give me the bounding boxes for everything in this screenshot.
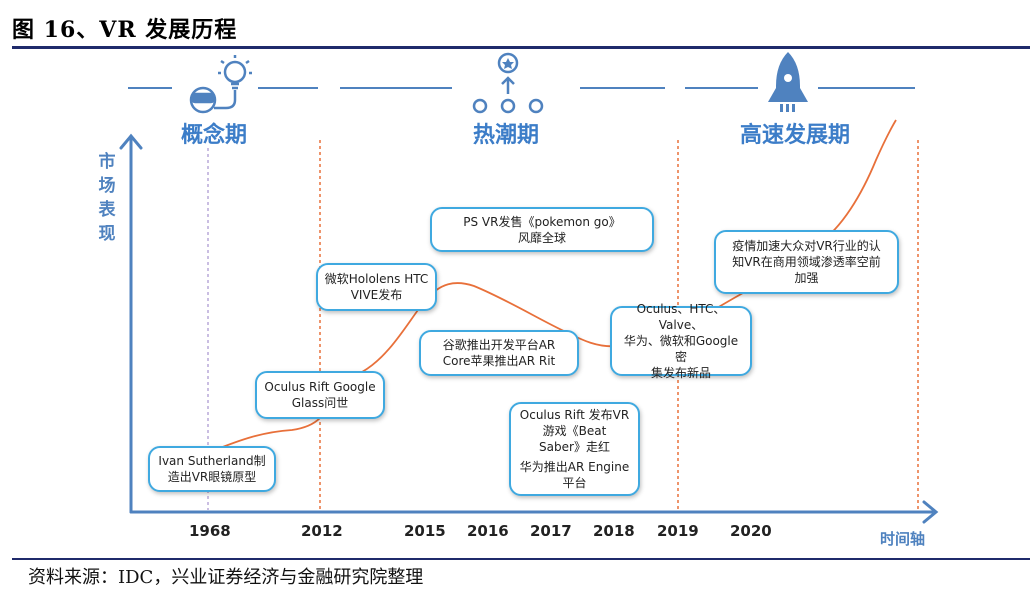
source-note: 资料来源：IDC，兴业证券经济与金融研究院整理 [28, 567, 424, 588]
event-text: 华为、微软和Google密 [623, 334, 739, 364]
title-rule [12, 46, 1030, 49]
phase-label-rapid-growth: 高速发展期 [740, 123, 851, 148]
event-text: Saber》走红 [539, 440, 610, 454]
lightbulb-headset-icon [189, 55, 252, 114]
event-text: Glass问世 [291, 396, 349, 410]
source-rule [12, 558, 1030, 560]
event-box-2016: PS VR发售《pokemon go》 风靡全球 [430, 207, 654, 252]
x-tick-label: 2018 [593, 522, 635, 540]
event-box-2019: Oculus、HTC、Valve、 华为、微软和Google密 集发布新品 [610, 302, 752, 380]
event-box-2018: Oculus Rift 发布VR 游戏《Beat Saber》走红 华为推出AR… [509, 402, 640, 496]
event-text: 风靡全球 [517, 230, 566, 245]
event-text: 加强 [794, 271, 819, 285]
event-text: Oculus、HTC、Valve、 [636, 302, 726, 332]
x-tick-label: 2012 [301, 522, 343, 540]
event-text: Oculus Rift Google [264, 380, 376, 394]
x-tick-label: 2016 [467, 522, 509, 540]
event-text: 游戏《Beat [542, 424, 607, 438]
event-text: Core苹果推出AR Rit [442, 354, 556, 368]
x-axis-label: 时间轴 [880, 530, 926, 548]
event-box-2020: 疫情加速大众对VR行业的认 知VR在商用领域渗透率空前 加强 [714, 230, 899, 294]
event-text: 疫情加速大众对VR行业的认 [732, 239, 881, 253]
event-text: PS VR发售《pokemon go》 [463, 214, 621, 229]
event-text: 造出VR眼镜原型 [167, 470, 257, 484]
x-tick-label: 2017 [530, 522, 572, 540]
award-people-icon [472, 52, 544, 114]
event-text: 集发布新品 [650, 366, 711, 380]
phase-label-boom: 热潮期 [473, 123, 540, 148]
rocket-icon [768, 52, 808, 112]
event-box-2015: 微软Hololens HTC VIVE发布 [316, 263, 437, 311]
x-axis-arrow [922, 500, 939, 524]
event-text: 微软Hololens HTC [324, 272, 429, 286]
event-box-1968: Ivan Sutherland制 造出VR眼镜原型 [148, 446, 276, 492]
event-text: Ivan Sutherland制 [158, 454, 266, 468]
figure-title: 图 16、VR 发展历程 [12, 17, 238, 43]
event-text: 谷歌推出开发平台AR [442, 338, 556, 352]
event-text: 知VR在商用领域渗透率空前 [732, 255, 881, 269]
event-text: VIVE发布 [350, 288, 403, 302]
event-text: 华为推出AR Engine [519, 460, 630, 474]
x-tick-label: 1968 [189, 522, 231, 540]
x-tick-label: 2019 [657, 522, 699, 540]
event-text: Oculus Rift 发布VR [519, 408, 630, 422]
event-box-2012: Oculus Rift Google Glass问世 [255, 371, 385, 419]
x-tick-label: 2015 [404, 522, 446, 540]
axes [119, 133, 939, 524]
y-axis-label: 市场表现 [98, 152, 116, 244]
phase-label-concept: 概念期 [181, 123, 248, 148]
x-tick-label: 2020 [730, 522, 772, 540]
event-box-2017: 谷歌推出开发平台AR Core苹果推出AR Rit [419, 330, 579, 376]
event-text: 平台 [562, 476, 587, 490]
y-axis-arrow [119, 133, 143, 150]
